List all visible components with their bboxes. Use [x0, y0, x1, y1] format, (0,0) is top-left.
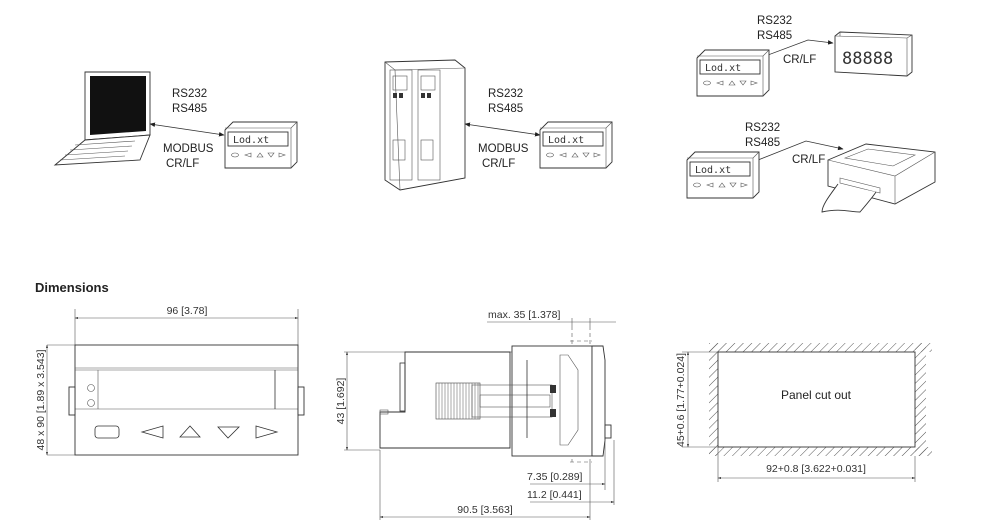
- control-cabinet-icon: [384, 59, 466, 191]
- meter-illustration: Lod.xt: [224, 121, 298, 169]
- max-depth-dimension: max. 35 [1.378]: [488, 309, 560, 321]
- remote-display-connection: RS232 RS485 CR/LF Lod.xt 88888: [696, 15, 913, 97]
- laptop-icon: [53, 71, 151, 166]
- down-key-icon: [217, 426, 240, 439]
- remote-protocol-crlf: CR/LF: [783, 54, 816, 66]
- side-height-dimension: 43 [1.692]: [335, 378, 347, 425]
- pc-protocol-crlf: CR/LF: [166, 158, 199, 170]
- remote-protocol-rs232: RS232: [757, 15, 792, 27]
- panel-cutout-drawing: Panel cut out 45+0.6 [1.77+0.024] 92+0.8…: [675, 343, 932, 482]
- up-key-icon: [179, 425, 201, 438]
- plc-protocol-rs485: RS485: [488, 103, 523, 115]
- front-depth-dimension-2: 11.2 [0.441]: [527, 489, 582, 501]
- dimensions-heading: Dimensions: [35, 280, 109, 295]
- pc-connection: RS232 RS485 MODBUS CR/LF Lod.xt: [53, 71, 298, 170]
- total-depth-dimension: 90.5 [3.563]: [457, 504, 513, 516]
- remote-protocol-rs485: RS485: [757, 30, 792, 42]
- remote-display-icon: 88888: [834, 31, 913, 77]
- side-view-drawing: max. 35 [1.378] 43 [1.692] 7.3: [335, 309, 616, 520]
- plc-protocol-rs232: RS232: [488, 88, 523, 100]
- meter-illustration: Lod.xt: [539, 121, 613, 169]
- pc-protocol-modbus: MODBUS: [163, 143, 214, 155]
- panel-cutout-label: Panel cut out: [781, 388, 852, 402]
- pc-protocol-rs485: RS485: [172, 103, 207, 115]
- cutout-width-dimension: 92+0.8 [3.622+0.031]: [766, 463, 866, 475]
- front-width-dimension: 96 [3.78]: [167, 305, 208, 317]
- meter-display-text: Lod.xt: [705, 63, 741, 74]
- plc-protocol-modbus: MODBUS: [478, 143, 529, 155]
- meter-display-text: Lod.xt: [548, 135, 584, 146]
- meter-illustration: Lod.xt: [696, 49, 770, 97]
- front-height-dimension: 48 x 90 [1.89 x 3.543]: [35, 349, 47, 450]
- pc-protocol-rs232: RS232: [172, 88, 207, 100]
- printer-connection: RS232 RS485 CR/LF Lod.xt: [686, 122, 936, 213]
- meter-display-text: Lod.xt: [695, 165, 731, 176]
- plc-connection: RS232 RS485 MODBUS CR/LF Lod.xt: [384, 59, 613, 191]
- printer-protocol-rs232: RS232: [745, 122, 780, 134]
- cutout-height-dimension: 45+0.6 [1.77+0.024]: [675, 353, 687, 447]
- enter-key-icon: [94, 425, 120, 439]
- right-key-icon: [255, 425, 279, 439]
- remote-display-value: 88888: [842, 49, 893, 69]
- front-view-drawing: 96 [3.78] 48 x 90 [1.89 x 3.543]: [35, 305, 305, 456]
- meter-illustration: Lod.xt: [686, 151, 760, 199]
- meter-display-text: Lod.xt: [233, 135, 269, 146]
- front-depth-dimension-1: 7.35 [0.289]: [527, 471, 583, 483]
- printer-protocol-crlf: CR/LF: [792, 154, 825, 166]
- printer-icon: [821, 143, 936, 213]
- plc-protocol-crlf: CR/LF: [482, 158, 515, 170]
- printer-protocol-rs485: RS485: [745, 137, 780, 149]
- left-key-icon: [140, 425, 164, 439]
